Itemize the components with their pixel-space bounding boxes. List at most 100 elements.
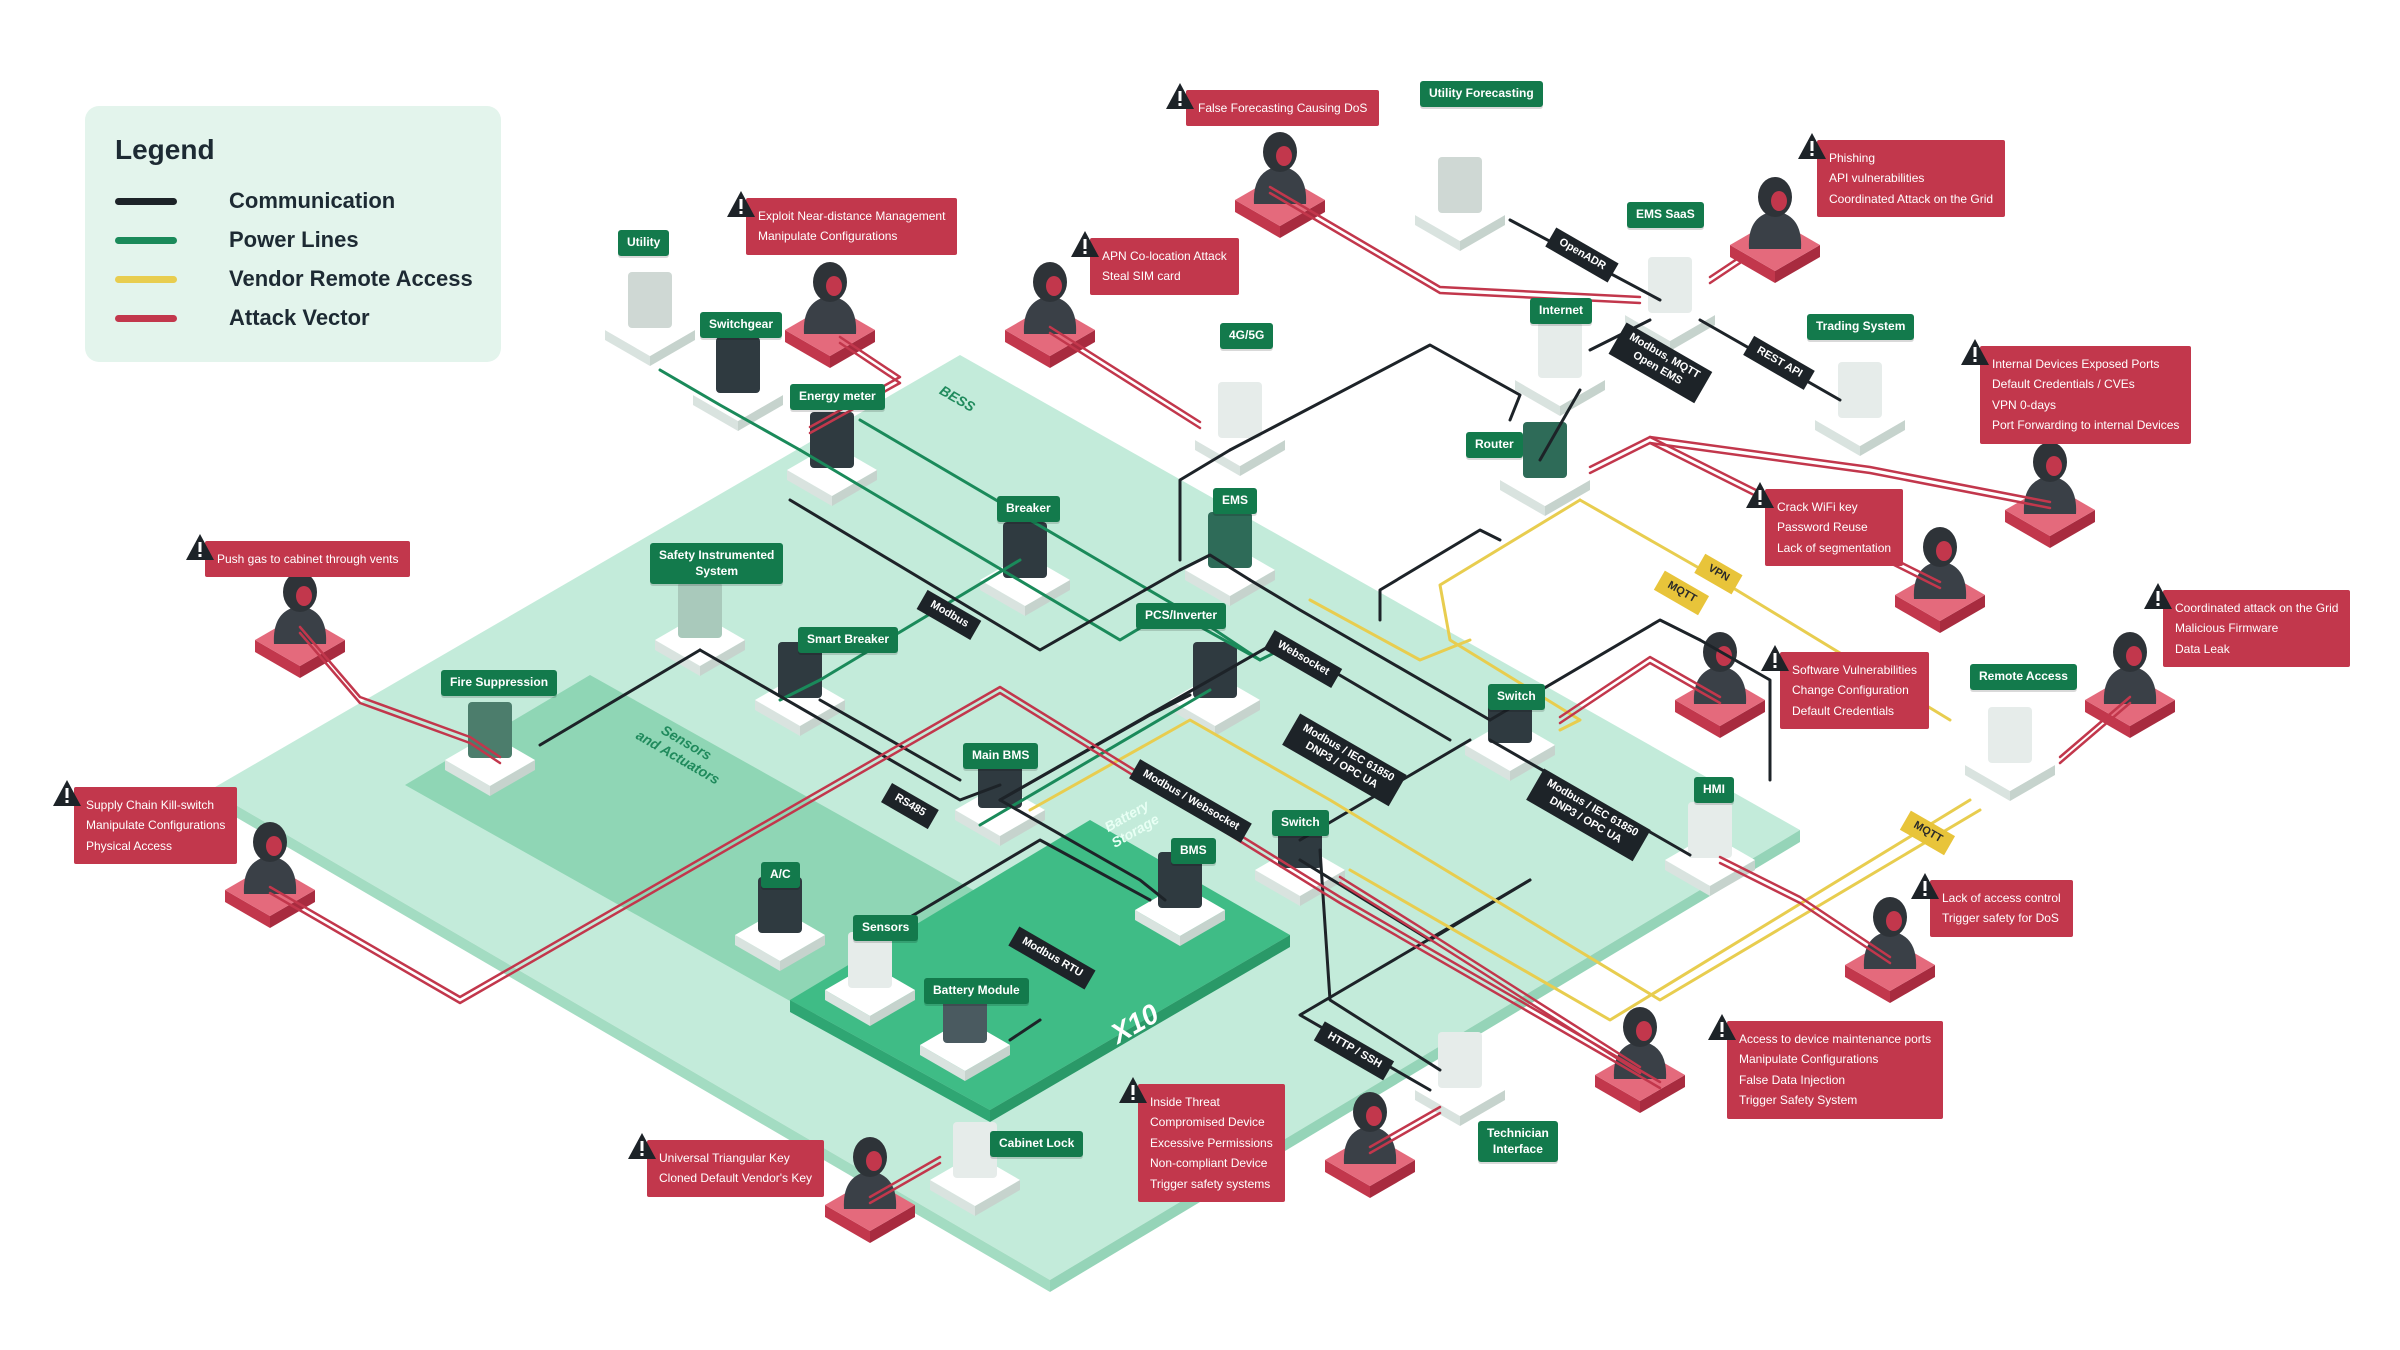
node-utility-forecasting: Utility Forecasting	[1420, 81, 1543, 107]
node-switchgear: Switchgear	[700, 312, 783, 338]
legend-communication: Communication	[115, 186, 395, 216]
communication-line	[1248, 578, 1492, 722]
internet-tile	[1515, 322, 1605, 416]
communication-line	[698, 648, 1002, 802]
attack-vector-line	[1708, 255, 1742, 279]
warning-icon	[1798, 133, 1826, 159]
legend-label: Vendor Remote Access	[229, 266, 473, 291]
vendor-access-line	[1028, 718, 1982, 1002]
communication-line	[538, 648, 702, 747]
communication-line	[1538, 388, 1582, 462]
node-ac: A/C	[761, 862, 800, 888]
node-cabinet-lock: Cabinet Lock	[990, 1131, 1084, 1157]
warning-icon	[1761, 645, 1789, 671]
attack-item: Trigger Safety System	[1739, 1093, 1858, 1108]
node-fire-suppression: Fire Suppression	[441, 670, 558, 696]
node-router: Router	[1466, 432, 1523, 458]
communication-line	[1488, 618, 1702, 722]
attack-vector-line	[2058, 695, 2132, 759]
legend-label: Power Lines	[229, 227, 359, 252]
attack-item: VPN 0-days	[1992, 397, 2057, 412]
communication-line	[1318, 848, 1442, 1072]
attack-item: API vulnerabilities	[1829, 171, 1925, 186]
warning-icon	[53, 780, 81, 806]
attack-false-forecasting: False Forecasting Causing DoS	[1186, 90, 1380, 127]
attack-vector-line	[1048, 325, 1202, 424]
utility-tower-tile	[605, 272, 695, 366]
attack-vector-line	[1708, 261, 1742, 285]
warning-icon	[1746, 482, 1774, 508]
hacker-icon	[1845, 897, 1935, 1003]
attack-item: Push gas to cabinet through vents	[217, 552, 399, 566]
node-ems: EMS	[1213, 488, 1258, 514]
communication-line	[1698, 638, 1772, 782]
legend-power-lines: Power Lines	[115, 225, 359, 255]
attack-item: Cloned Default Vendor's Key	[659, 1171, 813, 1186]
attack-item: APN Co-location Attack	[1102, 249, 1227, 263]
attack-item: Coordinated Attack on the Grid	[1829, 191, 1994, 206]
attack-item: Compromised Device	[1150, 1115, 1265, 1130]
node-cell-tower: 4G/5G	[1220, 323, 1274, 349]
attack-vector-line	[1718, 855, 1892, 959]
sensors-tile	[825, 932, 915, 1026]
legend-title: Legend	[115, 134, 215, 165]
attack-item: Manipulate Configurations	[758, 229, 898, 244]
attack-vector-line	[808, 335, 902, 429]
bess-platform-edge	[210, 790, 1050, 1292]
cell-tower-tile	[1195, 382, 1285, 476]
warning-icon	[727, 191, 755, 217]
attack-item: Trigger safety for DoS	[1942, 911, 2059, 926]
breaker-tile	[980, 522, 1070, 616]
power-line	[798, 448, 1172, 642]
hacker-icon	[2005, 442, 2095, 548]
switchgear-tile	[693, 337, 783, 431]
attack-item: Manipulate Configurations	[1739, 1052, 1879, 1067]
hacker-icon	[1730, 177, 1820, 283]
communication-line	[788, 498, 1182, 652]
attack-vector-line	[1368, 1105, 1442, 1149]
legend: Legend Communication Power Lines Vendor …	[85, 106, 501, 362]
hacker-icon	[1895, 527, 1985, 633]
legend-label: Attack Vector	[229, 305, 370, 330]
attack-item: Change Configuration	[1792, 683, 1909, 698]
attack-item: Universal Triangular Key	[659, 1151, 790, 1165]
attack-vector-line	[2058, 701, 2132, 765]
bms-tile	[1135, 852, 1225, 946]
legend-swatch-communication	[115, 197, 177, 205]
attack-vector-line	[1558, 661, 1722, 725]
legend-swatch-vendor	[115, 275, 177, 283]
hacker-icon	[225, 822, 315, 928]
attack-vector-line	[298, 625, 502, 759]
legend-attack-vector: Attack Vector	[115, 303, 370, 333]
attack-item: Internal Devices Exposed Ports	[1992, 357, 2160, 371]
vendor-access-line	[1438, 498, 1582, 732]
attack-item: False Forecasting Causing DoS	[1198, 101, 1368, 115]
attack-item: Lack of access control	[1942, 891, 2061, 905]
attack-item: Software Vulnerabilities	[1792, 663, 1917, 677]
attack-item: Supply Chain Kill-switch	[86, 798, 215, 812]
legend-label: Communication	[229, 188, 396, 213]
warning-icon	[1961, 339, 1989, 365]
warning-icon	[1119, 1077, 1147, 1103]
attack-item: Port Forwarding to internal Devices	[1992, 418, 2180, 433]
battery-platform-edge-right	[990, 935, 1290, 1122]
legend-swatch-attack	[115, 314, 177, 322]
attack-item: Crack WiFi key	[1777, 500, 1858, 514]
attack-item: Access to device maintenance ports	[1739, 1032, 1932, 1046]
attack-push-gas: Push gas to cabinet through vents	[205, 541, 411, 578]
remote-access-tile	[1965, 707, 2055, 801]
attack-item: Default Credentials / CVEs	[1992, 377, 2135, 392]
communication-line	[1008, 1018, 1042, 1042]
node-ems-saas: EMS SaaS	[1627, 202, 1704, 228]
hacker-icon	[785, 262, 875, 368]
attack-item: Default Credentials	[1792, 703, 1895, 718]
